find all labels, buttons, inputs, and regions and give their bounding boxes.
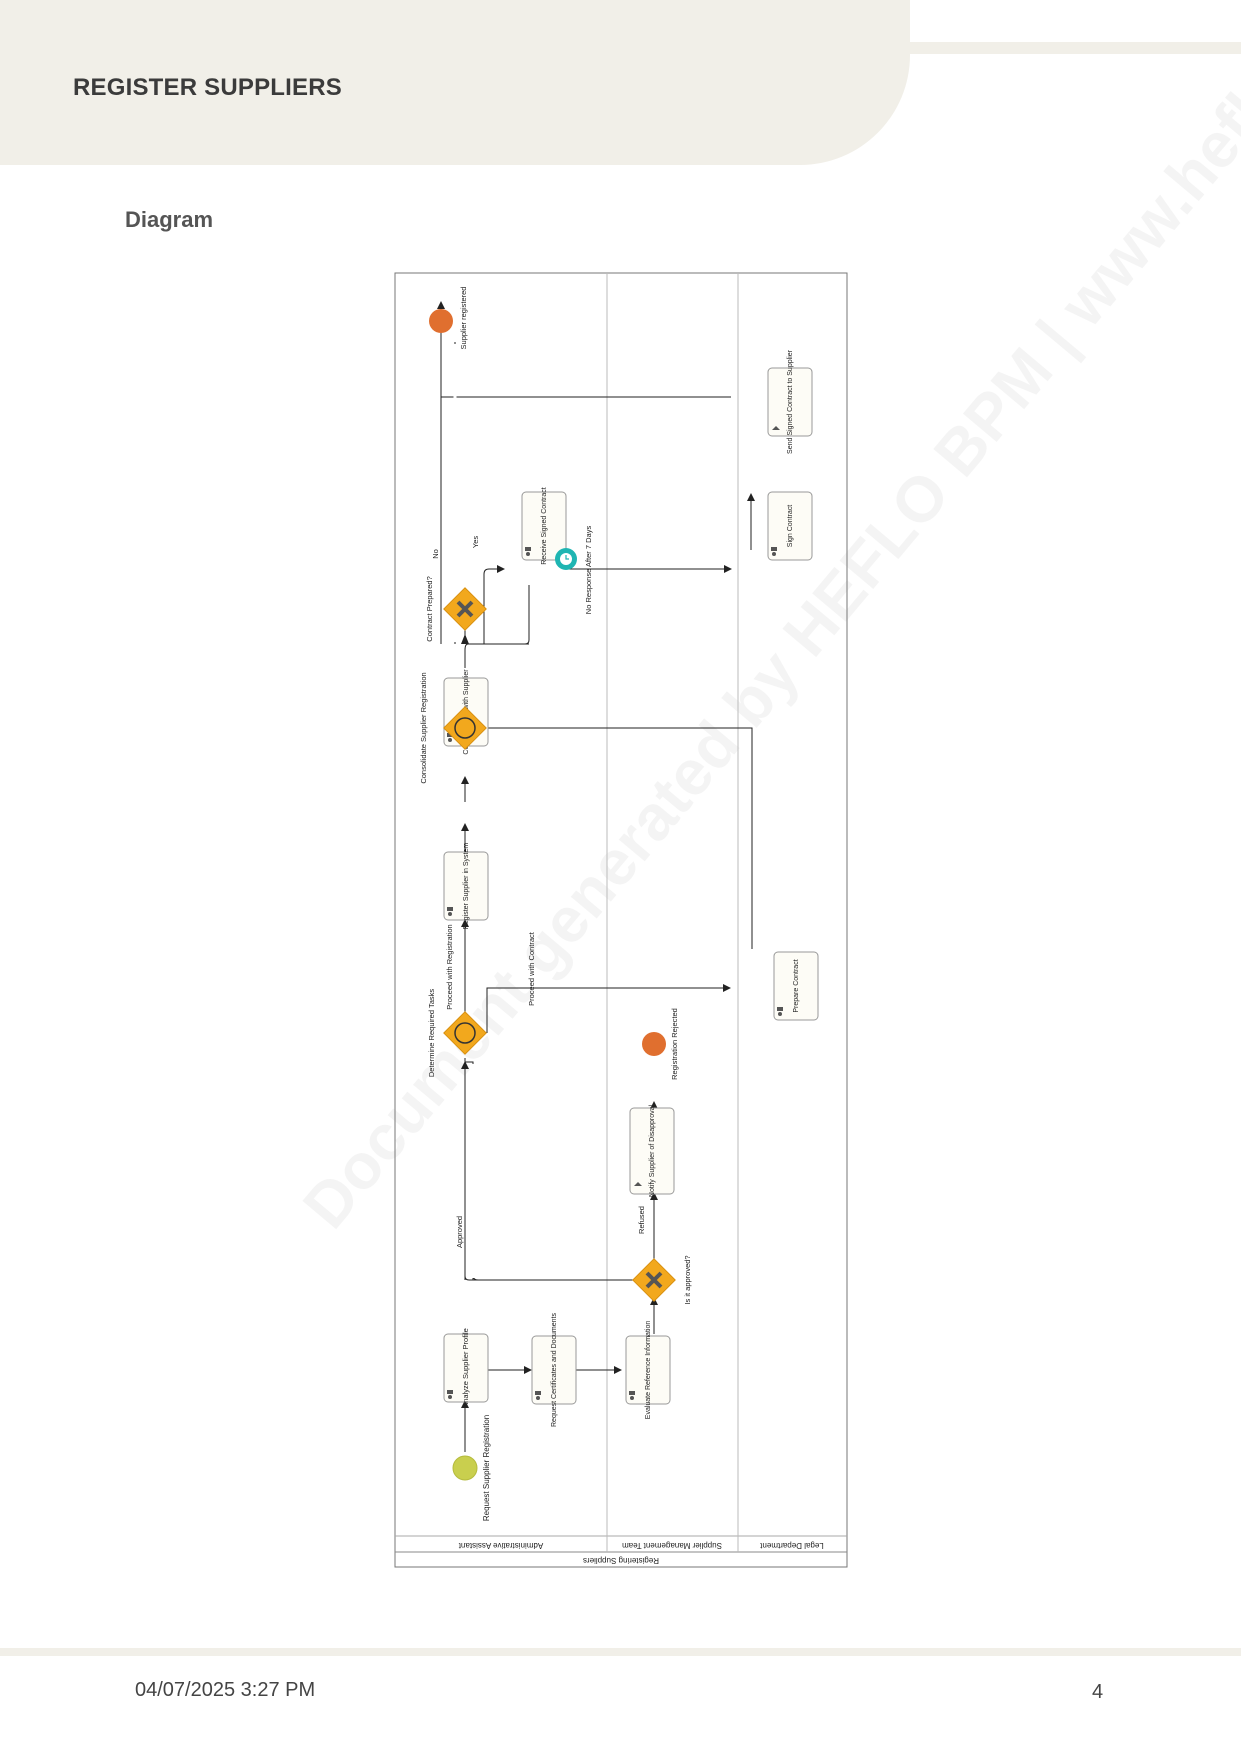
task-notify-disapproval: Notify Supplier of Disapproval (629, 1104, 675, 1197)
header-strip (910, 42, 1241, 54)
svg-text:Analyze Supplier Profile: Analyze Supplier Profile (461, 1328, 470, 1408)
gateway-determine-tasks (443, 1011, 487, 1055)
task-evaluate-reference: Evaluate Reference Information (625, 1321, 671, 1420)
task-receive-signed-contract: Receive Signed Contract (521, 487, 567, 565)
flow-label-yes: Yes (471, 536, 480, 548)
flow-label-refused: Refused (637, 1206, 646, 1234)
footer-page-number: 4 (1092, 1681, 1104, 1703)
end-event-registered (429, 309, 453, 333)
footer-date: 04/07/2025 3:27 PM (135, 1679, 316, 1701)
task-label: Send Signed Contract to Supplier (787, 349, 794, 454)
flow-label-proceed-contract: Proceed with Contract (527, 931, 536, 1006)
gateway-label-approved: Is it approved? (683, 1255, 692, 1304)
gateway-label-contract-prepared: Contract Prepared? (425, 576, 434, 641)
start-event (452, 1455, 478, 1481)
footer-divider (0, 1648, 1241, 1656)
timer-boundary-event (555, 548, 577, 570)
end-event-label-registered-text: Supplier registered (459, 287, 468, 350)
flow-label-approved: Approved (455, 1216, 464, 1248)
task-label: Evaluate Reference Information (645, 1321, 652, 1420)
gateway-is-approved (632, 1258, 676, 1302)
task-label: Receive Signed Contract (541, 487, 548, 564)
gateway-contract-prepared (443, 587, 487, 631)
task-prepare-contract: Prepare Contract (773, 951, 819, 1021)
flow-label-timer: No Response After 7 Days (584, 526, 593, 615)
task-request-certificates: Request Certificates and Documents (531, 1313, 577, 1427)
section-title: Diagram (125, 207, 214, 232)
task-label: Request Certificates and Documents (551, 1313, 558, 1427)
pool-label: Registering Suppliers (583, 1556, 659, 1565)
pool-frame (394, 272, 848, 1568)
task-send-signed-contract: Send Signed Contract to Supplier (767, 349, 813, 454)
gateway-consolidate (443, 706, 487, 750)
gateway-label-consolidate: Consolidate Supplier Registration (419, 672, 428, 783)
header-band (0, 0, 910, 165)
flow-label-no: No (431, 549, 440, 559)
bpmn-diagram: Registering Suppliers Administrative Ass… (394, 272, 848, 1568)
gateway-label-determine: Determine Required Tasks (427, 989, 436, 1077)
lane-label-supplier-management-team: Supplier Management Team (622, 1541, 722, 1550)
task-label: Sign Contract (787, 505, 794, 547)
end-event-rejected (642, 1032, 666, 1056)
end-event-label-rejected: Registration Rejected (670, 1008, 679, 1080)
task-label: Register Supplier in System (463, 843, 470, 930)
lane-label-legal-department: Legal Department (759, 1541, 823, 1550)
task-label: Notify Supplier of Disapproval (649, 1104, 656, 1197)
task-register-supplier: Register Supplier in System (443, 843, 489, 930)
end-event-label-registered: Supplier registered (459, 287, 468, 350)
task-label: Analyze Supplier Profile (461, 1328, 470, 1408)
lane-label-administrative-assistant: Administrative Assistant (458, 1541, 543, 1550)
task-sign-contract: Sign Contract (767, 491, 813, 561)
start-event-label: Request Supplier Registration (482, 1415, 491, 1521)
task-label: Prepare Contract (793, 959, 800, 1012)
task-analyze-supplier-profile: Analyze Supplier Profile (443, 1328, 489, 1408)
flow-label-proceed-registration: Proceed with Registration (445, 924, 454, 1009)
page-title: REGISTER SUPPLIERS (73, 74, 342, 101)
